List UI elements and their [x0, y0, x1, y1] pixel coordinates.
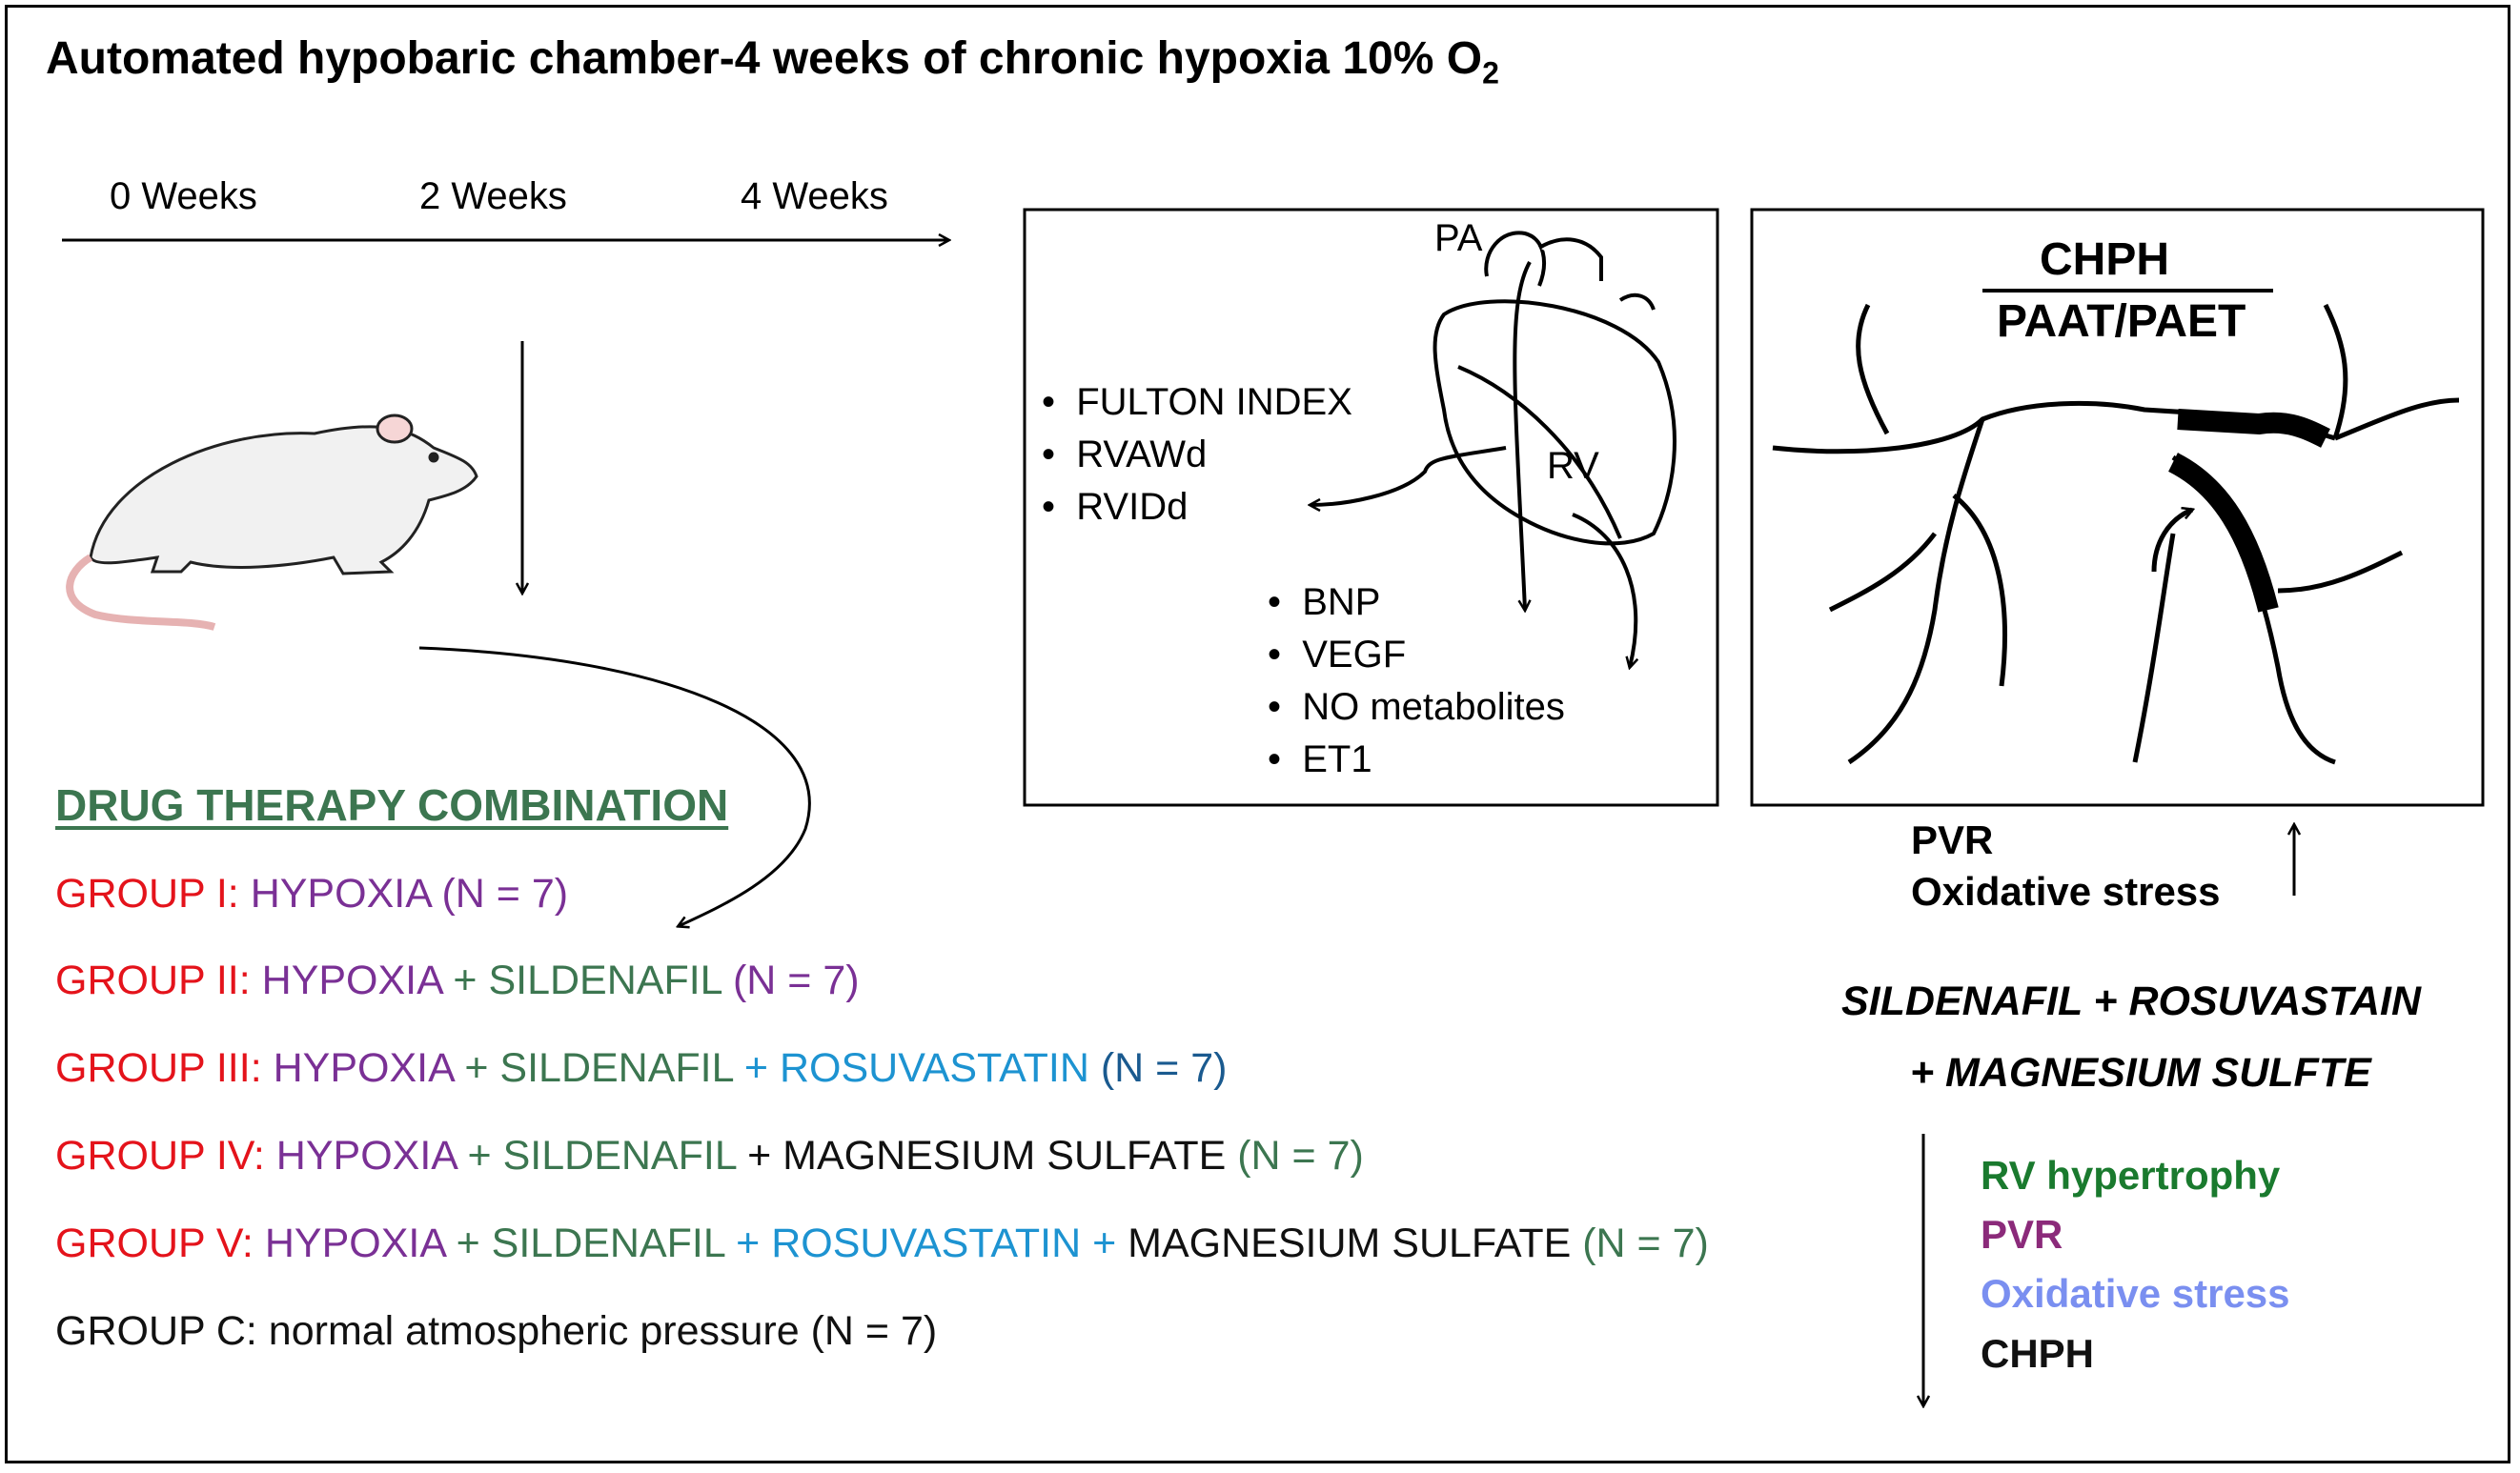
measure-item: RVAWd	[1042, 429, 1352, 481]
increase-item-pvr: PVR	[1911, 817, 1994, 862]
increase-item-oxidative: Oxidative stress	[1911, 869, 2221, 914]
measure-item: RVIDd	[1042, 481, 1352, 534]
measure-item: VEGF	[1268, 629, 1565, 681]
lung-illustration	[1772, 303, 2460, 765]
combination-line-2: + MAGNESIUM SULFTE	[1910, 1050, 2371, 1096]
heart-label-pa: PA	[1434, 217, 1483, 259]
heart-measures-bottom: BNP VEGF NO metabolites ET1	[1268, 576, 1565, 786]
measure-item: BNP	[1268, 576, 1565, 629]
timeline-week-2: 2 Weeks	[419, 175, 567, 217]
effect-pvr: PVR	[1981, 1212, 2063, 1257]
curved-arrow	[418, 646, 811, 926]
heart-box	[1023, 208, 1719, 807]
heart-label-rv: RV	[1547, 445, 1599, 487]
lung-box	[1750, 208, 2485, 807]
effect-oxidative-stress: Oxidative stress	[1981, 1271, 2290, 1316]
group-row-iv: GROUP IV: HYPOXIA + SILDENAFIL + MAGNESI…	[55, 1133, 1364, 1179]
measure-item: ET1	[1268, 734, 1565, 786]
figure-frame	[5, 5, 2510, 1463]
group-row-i: GROUP I: HYPOXIA (N = 7)	[55, 871, 569, 917]
drug-therapy-heading: DRUG THERAPY COMBINATION	[55, 780, 729, 830]
lung-label-chph: CHPH	[2040, 234, 2170, 285]
figure-title: Automated hypobaric chamber-4 weeks of c…	[46, 33, 1499, 91]
group-row-iii: GROUP III: HYPOXIA + SILDENAFIL + ROSUVA…	[55, 1045, 1228, 1091]
timeline-week-4: 4 Weeks	[741, 175, 888, 217]
effect-chph: CHPH	[1981, 1331, 2095, 1376]
measure-item: FULTON INDEX	[1042, 376, 1352, 429]
heart-illustration	[1311, 231, 1677, 667]
rat-illustration	[66, 414, 478, 631]
increase-list: PVR Oxidative stress	[1911, 815, 2221, 918]
group-row-c: GROUP C: normal atmospheric pressure (N …	[55, 1308, 938, 1354]
heart-measures-left: FULTON INDEX RVAWd RVIDd	[1042, 376, 1352, 534]
timeline-week-0: 0 Weeks	[110, 175, 257, 217]
effect-rv-hypertrophy: RV hypertrophy	[1981, 1153, 2281, 1198]
combination-line-1: SILDENAFIL + ROSUVASTAIN	[1841, 979, 2422, 1024]
measure-item: NO metabolites	[1268, 681, 1565, 734]
lung-label-paat-paet: PAAT/PAET	[1997, 296, 2246, 347]
group-row-ii: GROUP II: HYPOXIA + SILDENAFIL (N = 7)	[55, 958, 860, 1003]
group-row-v: GROUP V: HYPOXIA + SILDENAFIL + ROSUVAST…	[55, 1221, 1709, 1266]
